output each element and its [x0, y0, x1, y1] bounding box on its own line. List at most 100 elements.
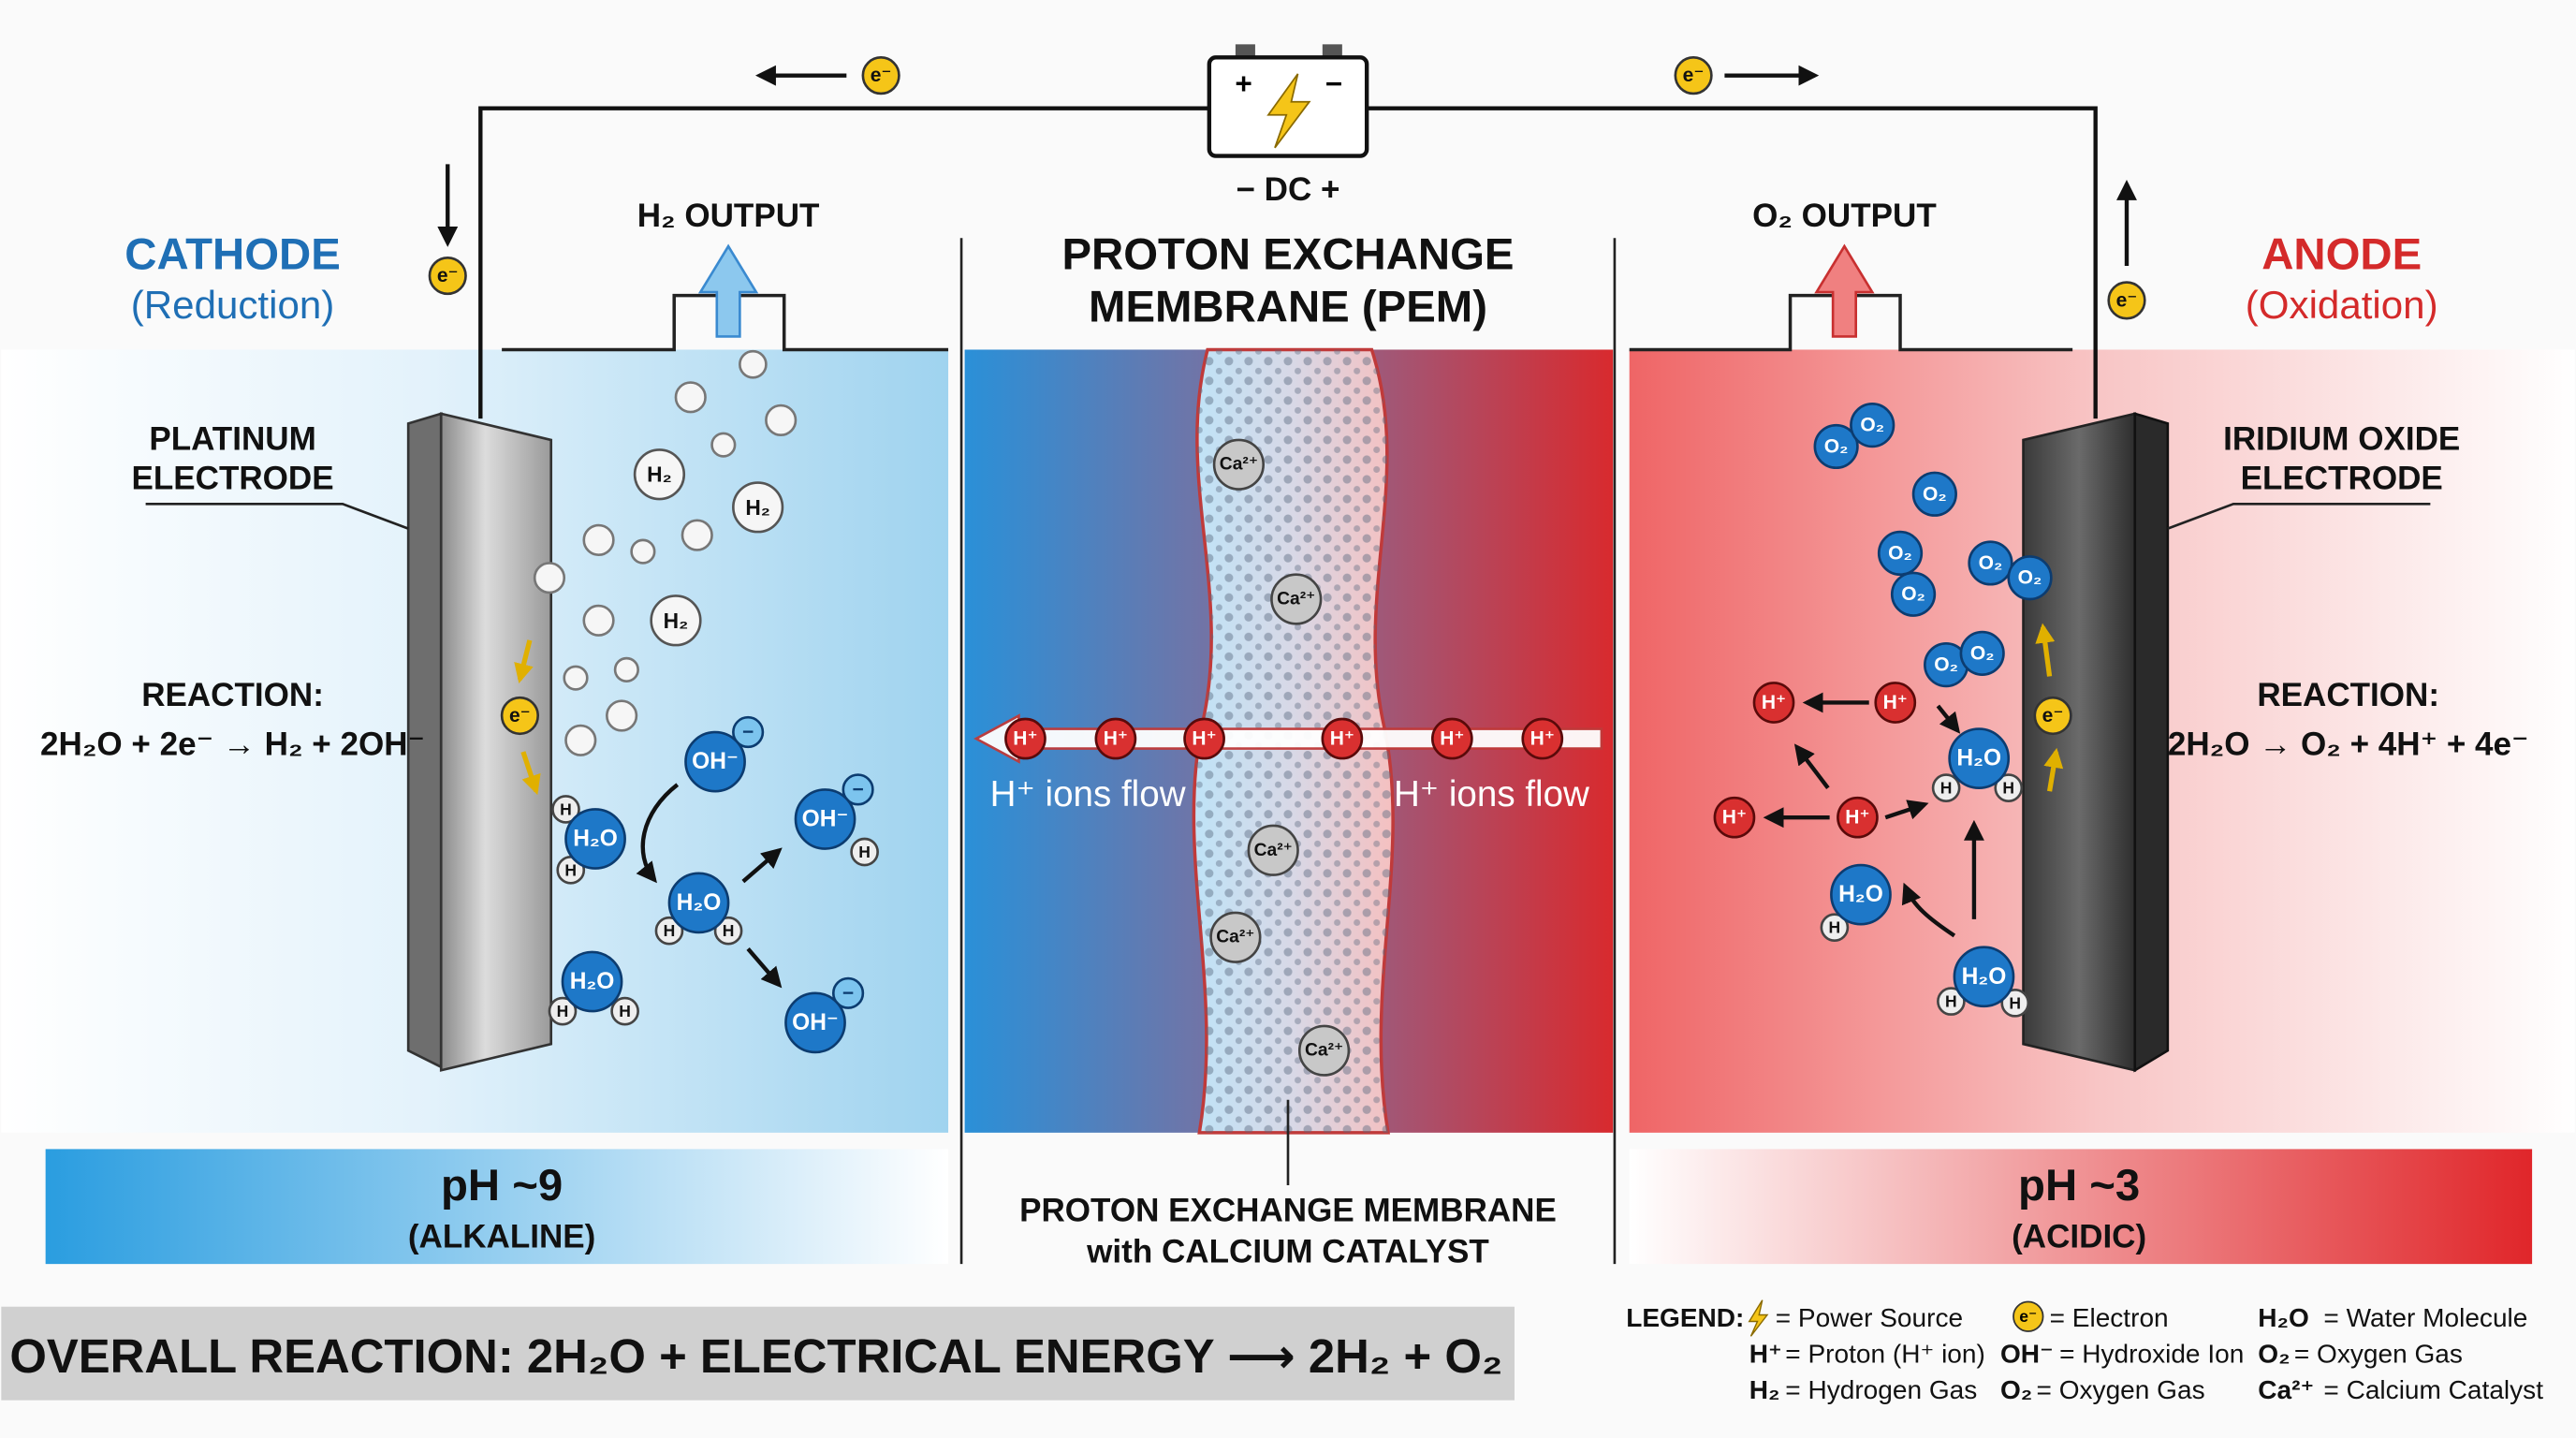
electron-flow-arrow	[2043, 747, 2064, 792]
legend-item: Ca²⁺= Calcium Catalyst	[2258, 1375, 2543, 1404]
legend-text: = Oxygen Gas	[2037, 1375, 2205, 1404]
hydrogen-molecule-label: H₂	[647, 462, 672, 487]
electron-label: e⁻	[509, 705, 531, 726]
oxygen-molecule-label: O₂	[1888, 542, 1912, 564]
water-molecule-label: H₂O	[570, 969, 615, 994]
battery-minus: −	[1325, 66, 1342, 100]
platinum-label-1: PLATINUM	[149, 420, 315, 457]
electron-flow-arrow	[514, 639, 534, 684]
proton-label: H⁺	[1845, 807, 1869, 829]
water-molecule-label: H₂O	[1962, 964, 2007, 990]
proton-icon	[1094, 717, 1137, 760]
hydroxide-ion	[784, 991, 846, 1054]
hydrogen-atom	[548, 996, 578, 1026]
electron-label: e⁻	[437, 265, 459, 286]
iridium-oxide-electrode	[2022, 412, 2170, 1073]
reaction-arrow	[1884, 800, 1929, 820]
proton-flow-label-left: H⁺ ions flow	[990, 774, 1186, 814]
membrane-caption-line1: PROTON EXCHANGE MEMBRANE	[1019, 1193, 1557, 1229]
proton-icon	[1430, 717, 1473, 760]
hydrogen-atom	[654, 916, 684, 946]
proton-label: H⁺	[1762, 692, 1786, 713]
negative-charge-icon	[842, 773, 874, 806]
hydrogen-atom	[610, 996, 639, 1026]
legend-item: H⁺= Proton (H⁺ ion)	[1749, 1339, 1985, 1368]
hydrogen-atom	[850, 837, 879, 867]
oxygen-molecule-label: O₂	[1934, 654, 1958, 676]
legend-item: e⁻= Electron	[2012, 1300, 2169, 1332]
anode-reaction-label: REACTION:	[2257, 677, 2439, 713]
negative-charge: −	[852, 779, 863, 800]
battery-icon: + −	[1207, 44, 1369, 158]
oxygen-molecule-label: O₂	[1901, 583, 1925, 605]
gas-bubble	[606, 699, 638, 732]
proton-icon	[1321, 717, 1364, 760]
hydrogen-atom-label: H	[2002, 779, 2014, 798]
legend-symbol: O₂	[2000, 1375, 2032, 1404]
gas-bubble	[739, 349, 768, 379]
overall-reaction: OVERALL REACTION: 2H₂O + ELECTRICAL ENER…	[9, 1329, 1502, 1383]
water-molecule-label: H₂O	[1838, 882, 1883, 907]
hydrogen-atom	[2000, 989, 2030, 1018]
hydroxide-ion-label: OH⁻	[792, 1010, 839, 1035]
legend-text: = Hydrogen Gas	[1785, 1375, 1977, 1404]
h2-output-arrow-icon	[697, 243, 759, 338]
electron-flow-arrow	[2035, 623, 2056, 677]
hydrogen-molecule	[633, 448, 686, 501]
electron-icon	[428, 256, 467, 296]
legend-item: H₂O= Water Molecule	[2258, 1303, 2527, 1332]
hydrogen-atom	[1937, 987, 1966, 1016]
negative-charge-icon	[732, 715, 765, 749]
platinum-leader-line	[145, 502, 409, 530]
hydrogen-molecule	[650, 594, 702, 647]
iridium-label-2: ELECTRODE	[2241, 461, 2443, 497]
hydrogen-atom	[713, 916, 743, 946]
oxygen-molecule-label: O₂	[1979, 552, 2003, 574]
negative-charge: −	[742, 722, 754, 743]
oxygen-molecule-label: O₂	[2018, 567, 2042, 589]
calcium-ion	[1209, 911, 1262, 963]
proton-icon	[1752, 682, 1795, 724]
legend-text: = Power Source	[1776, 1303, 1963, 1332]
oxygen-molecule-label: O₂	[1923, 483, 1947, 505]
oxygen-molecule	[1877, 530, 1924, 577]
hydrogen-atom-label: H	[619, 1002, 631, 1020]
legend-item: OH⁻= Hydroxide Ion	[2000, 1339, 2244, 1368]
hydrogen-atom	[1931, 773, 1961, 802]
gas-bubble	[674, 381, 707, 414]
circuit-wire	[478, 106, 2098, 419]
oxygen-molecule	[1959, 630, 2005, 676]
o2-output-arrow-icon	[1814, 243, 1875, 338]
hydrogen-atom-label: H	[1940, 779, 1953, 798]
membrane-caption-line2: with CALCIUM CATALYST	[1086, 1233, 1489, 1269]
proton-label: H⁺	[1192, 728, 1216, 750]
calcium-ion-label: Ca²⁺	[1277, 590, 1315, 609]
proton-label: H⁺	[1883, 692, 1908, 713]
cathode-reaction-label: REACTION:	[141, 677, 324, 713]
hydrogen-atom-label: H	[858, 843, 871, 861]
electron-icon	[1674, 56, 1713, 95]
h2-output-label: H₂ OUTPUT	[637, 198, 820, 234]
membrane-title-line2: MEMBRANE (PEM)	[1089, 283, 1487, 332]
oxygen-molecule	[2007, 555, 2053, 601]
hydrogen-atom	[551, 795, 580, 824]
oxygen-molecule-label: O₂	[1860, 415, 1884, 436]
calcium-ion	[1212, 438, 1266, 491]
water-molecule	[1953, 946, 2015, 1008]
overall-reaction-box	[1, 1306, 1515, 1401]
water-molecule-label: H₂O	[573, 827, 618, 852]
hydrogen-molecule	[732, 481, 784, 534]
reaction-arrow	[1793, 743, 1830, 789]
proton-icon	[1837, 796, 1879, 839]
calcium-ion-label: Ca²⁺	[1220, 455, 1258, 475]
ph-acidic-bar	[1629, 1149, 2533, 1265]
oxygen-molecule	[1813, 423, 1859, 470]
reaction-arrow	[746, 947, 783, 989]
reaction-arrow	[1901, 882, 1956, 938]
hydrogen-atom	[1994, 773, 2024, 802]
calcium-ion-label: Ca²⁺	[1216, 928, 1254, 947]
reaction-arrow	[741, 847, 783, 884]
legend-text: = Water Molecule	[2323, 1303, 2527, 1332]
electron-label: e⁻	[871, 65, 892, 86]
